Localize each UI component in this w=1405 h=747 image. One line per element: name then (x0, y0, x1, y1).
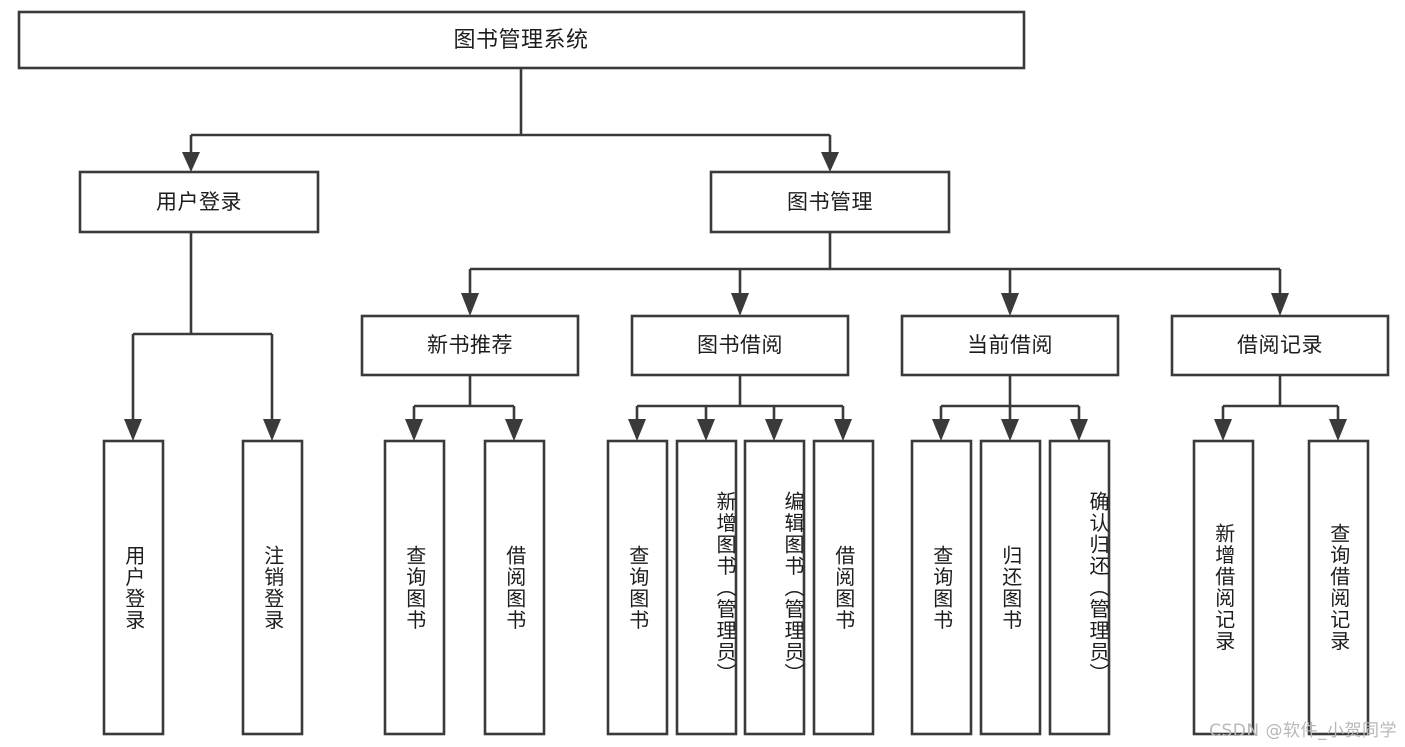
arrow-newbook-leaf-0 (405, 419, 423, 441)
leaf-box-current-borrow-0[interactable] (910, 439, 973, 736)
leaf-box-user-login-1[interactable] (241, 439, 304, 736)
node-current-borrow-box[interactable] (900, 314, 1120, 377)
arrow-record-leaf-1 (1329, 419, 1347, 441)
connector-layer (124, 68, 1347, 441)
arrow-userlogin-leaf-1 (263, 419, 281, 441)
node-borrow-record[interactable]: 借阅记录 (1170, 314, 1390, 377)
arrow-current-leaf-0 (932, 419, 950, 441)
arrow-record-leaf-0 (1214, 419, 1232, 441)
node-book-borrow-box[interactable] (630, 314, 850, 377)
leaf-box-user-login-0[interactable] (102, 439, 165, 736)
node-current-borrow-label: 当前借阅 (967, 333, 1053, 357)
node-book-management-label: 图书管理 (787, 190, 873, 214)
leaf-box-new-book-1[interactable] (483, 439, 546, 736)
arrow-borrow-leaf-1 (697, 419, 715, 441)
node-new-book-recommend-label: 新书推荐 (427, 333, 513, 357)
arrow-bookmgmt-to-record (1271, 293, 1289, 316)
node-book-borrow-label: 图书借阅 (697, 333, 783, 357)
arrow-current-leaf-2 (1070, 419, 1088, 441)
arrow-borrow-leaf-3 (834, 419, 852, 441)
arrow-borrow-leaf-0 (628, 419, 646, 441)
leaf-box-book-borrow-0[interactable] (606, 439, 669, 736)
leaf-box-current-borrow-2[interactable] (1048, 439, 1111, 736)
node-current-borrow[interactable]: 当前借阅 (900, 314, 1120, 377)
node-borrow-record-label: 借阅记录 (1237, 333, 1323, 357)
leaf-box-new-book-0[interactable] (383, 439, 446, 736)
node-new-book-recommend[interactable]: 新书推荐 (360, 314, 580, 377)
leaf-box-book-borrow-2[interactable] (743, 439, 806, 736)
leaf-box-borrow-record-0[interactable] (1192, 439, 1255, 736)
node-book-borrow[interactable]: 图书借阅 (630, 314, 850, 377)
leaf-box-book-borrow-1[interactable] (675, 439, 738, 736)
arrow-root-to-bookmgmt (821, 152, 839, 172)
arrow-userlogin-leaf-0 (124, 419, 142, 441)
node-root[interactable]: 图书管理系统 (17, 10, 1026, 70)
arrow-bookmgmt-to-current (1001, 293, 1019, 316)
arrow-root-to-userlogin (182, 152, 200, 172)
arrow-borrow-leaf-2 (765, 419, 783, 441)
arrow-current-leaf-1 (1001, 419, 1019, 441)
node-book-management-box[interactable] (709, 170, 951, 234)
node-new-book-recommend-box[interactable] (360, 314, 580, 377)
node-root-label: 图书管理系统 (453, 28, 588, 53)
watermark-text: CSDN @软件_小贺同学 (1209, 721, 1397, 741)
node-book-management[interactable]: 图书管理 (709, 170, 951, 234)
arrow-bookmgmt-to-newbook (461, 293, 479, 316)
node-user-login[interactable]: 用户登录 (78, 170, 320, 234)
node-borrow-record-box[interactable] (1170, 314, 1390, 377)
arrow-bookmgmt-to-borrow (731, 293, 749, 316)
node-user-login-box[interactable] (78, 170, 320, 234)
node-root-box[interactable] (17, 10, 1026, 70)
leaf-box-current-borrow-1[interactable] (979, 439, 1042, 736)
arrow-newbook-leaf-1 (505, 419, 523, 441)
leaf-box-borrow-record-1[interactable] (1307, 439, 1370, 736)
node-user-login-label: 用户登录 (156, 190, 242, 214)
leaf-box-book-borrow-3[interactable] (812, 439, 875, 736)
